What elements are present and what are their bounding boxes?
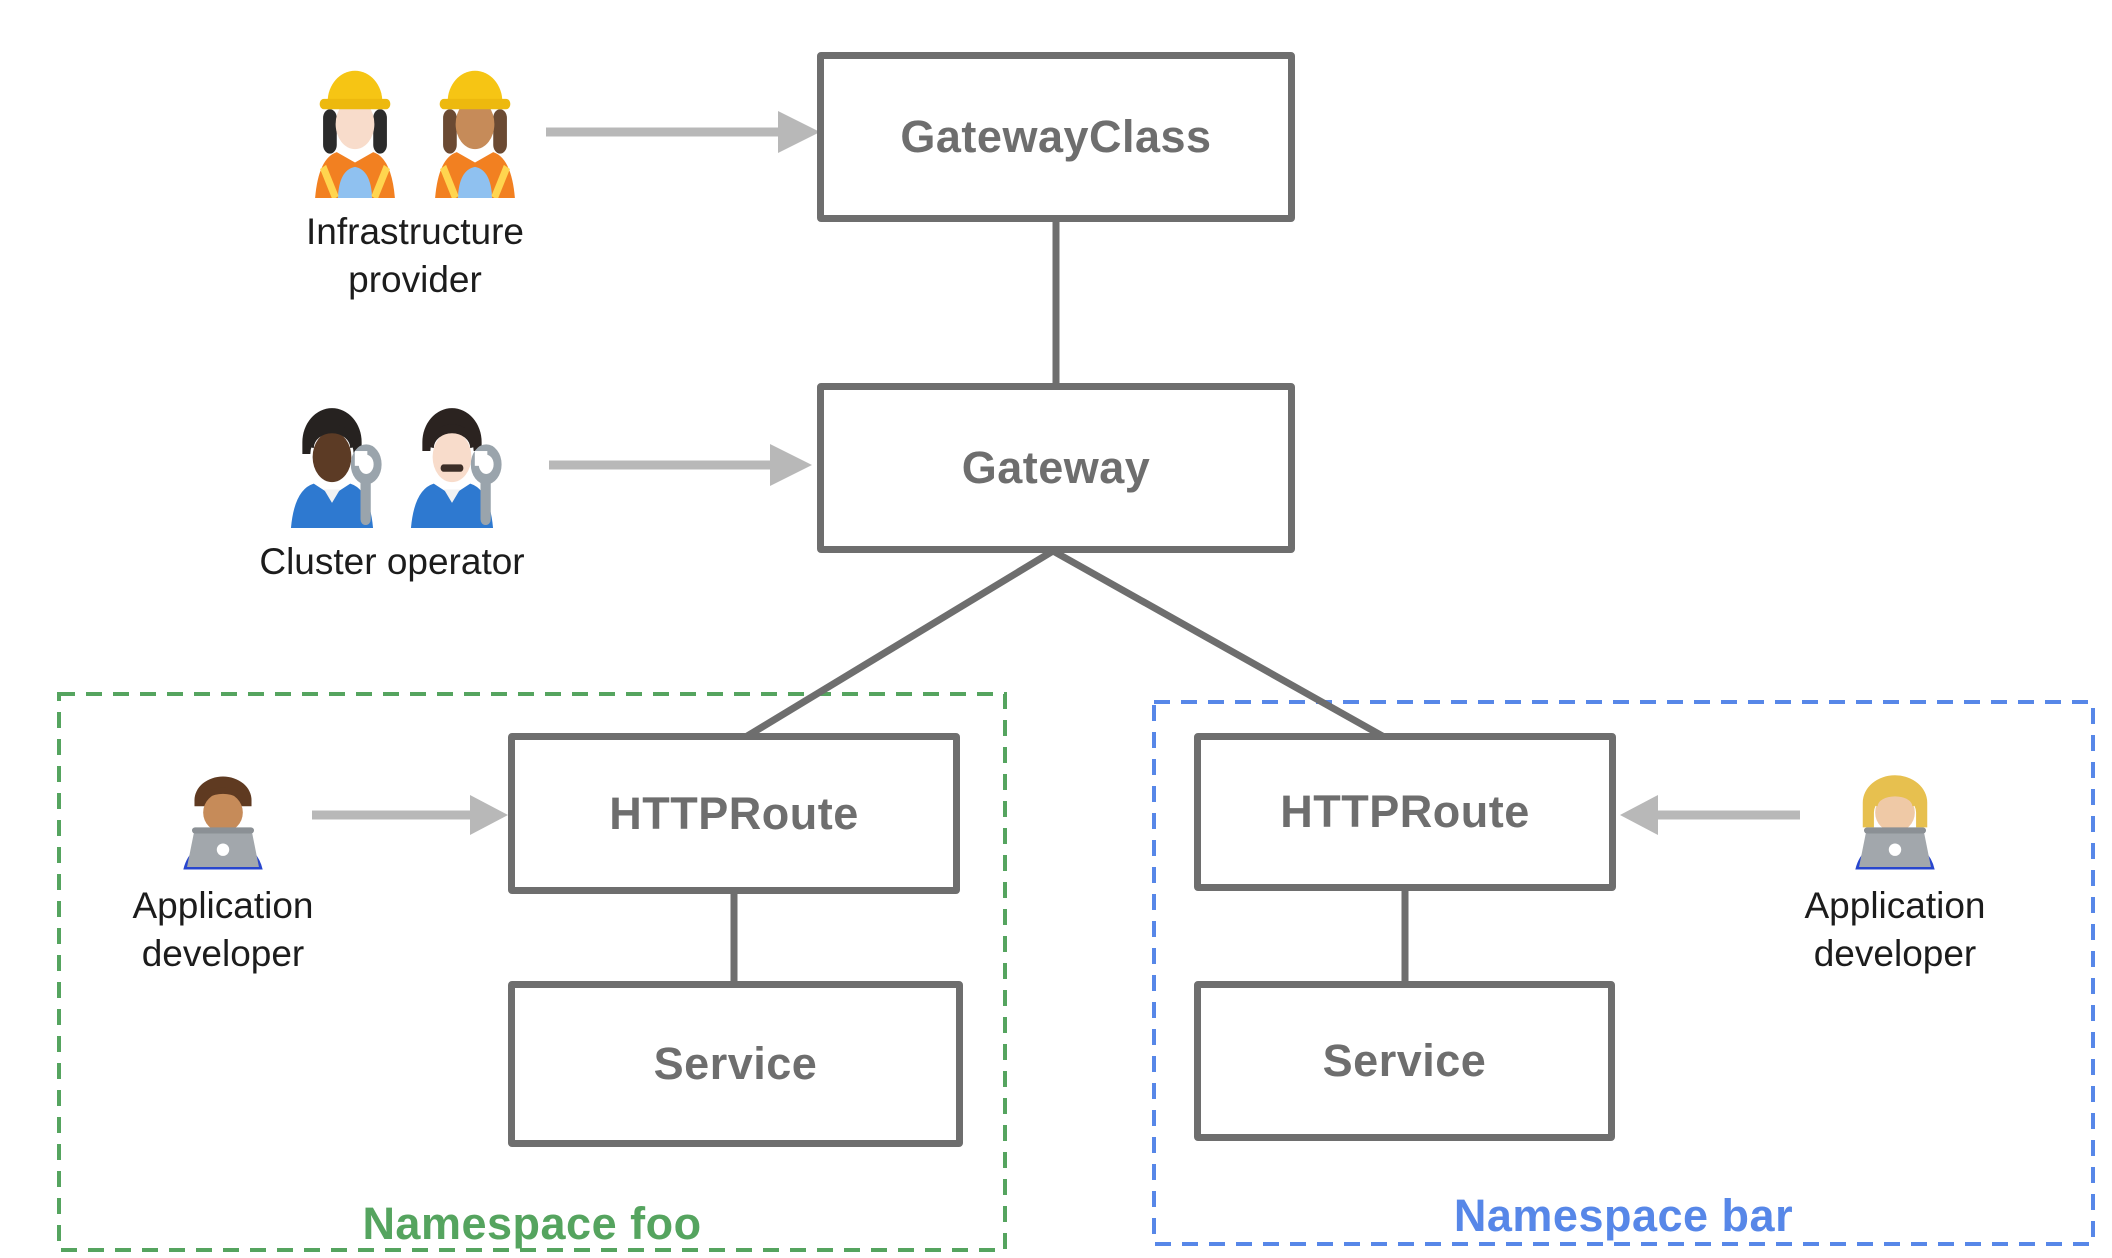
persona-app-developer-bar: Application developer [1750,748,2040,978]
infrastructure-provider-label: Infrastructure provider [306,211,524,300]
namespace-bar-outline [1152,700,2095,1246]
namespace-foo-outline [57,692,1007,1252]
arrow-cluster-operator-to-gateway [549,444,812,486]
woman-technologist-icon [1855,775,1935,870]
persona-cluster-operator: Cluster operator [247,380,537,586]
node-service-bar: Service [1194,981,1615,1141]
woman-construction-worker-light-icon [315,70,395,198]
persona-infrastructure-provider: Infrastructure provider [270,50,560,304]
app-developer-bar-label: Application developer [1804,885,1986,974]
connector-gateway-httproute-bar [1051,547,1388,742]
persona-app-developer-foo: Application developer [78,748,368,978]
woman-construction-worker-medium-icon [435,70,515,198]
app-developer-foo-icons [161,748,285,872]
cluster-operator-icons [275,380,509,528]
node-service-foo: Service [508,981,963,1147]
node-httproute-bar: HTTPRoute [1194,733,1616,891]
namespace-foo-label: Namespace foo [362,1198,702,1249]
arrow-app-developer-to-httproute-foo [312,795,508,835]
person-mechanic-dark-icon [290,408,382,528]
node-gatewayclass: GatewayClass [817,52,1295,222]
cluster-operator-label: Cluster operator [259,541,525,582]
man-technologist-icon [183,776,263,870]
node-gateway: Gateway [817,383,1295,553]
infrastructure-provider-icons [298,50,532,198]
node-httproute-foo: HTTPRoute [508,733,960,894]
arrow-app-developer-to-httproute-bar [1620,795,1800,835]
man-mechanic-light-icon [410,408,502,528]
connector-gateway-httproute-foo [742,548,1055,741]
namespace-bar-label: Namespace bar [1453,1190,1794,1241]
app-developer-bar-icons [1833,748,1957,872]
app-developer-foo-label: Application developer [132,885,314,974]
arrow-infrastructure-provider-to-gatewayclass [546,111,820,153]
